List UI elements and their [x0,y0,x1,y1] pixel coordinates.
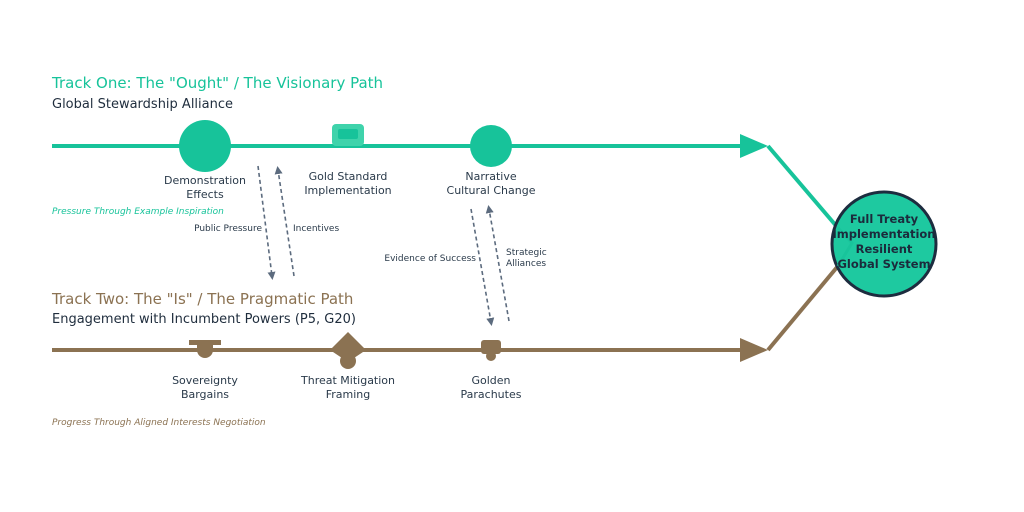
t-anchor-stem [197,344,213,350]
diamond-node-bulb [340,353,356,369]
node-label: Gold Standard [309,170,388,183]
node-label: Sovereignty [172,374,238,387]
track-one-node-demonstration-effects[interactable]: Demonstration Effects [164,120,246,201]
track-one-title: Track One: The "Ought" / The Visionary P… [51,74,383,92]
track-one-node-narrative[interactable]: Narrative Cultural Change [447,125,536,197]
t-anchor-bowl [197,350,213,358]
track-two-connector [766,264,840,352]
circle-node-icon [470,125,512,167]
diamond-node-icon [330,332,366,362]
parachute-node-icon [481,340,501,354]
flow-label: Alliances [506,259,546,269]
node-label: Demonstration [164,174,246,187]
goal-label: Resilient [856,242,913,256]
rounded-block-inner-icon [338,129,358,139]
track-two-node-threat-mitigation[interactable]: Threat Mitigation Framing [300,332,395,401]
track-one-arrowhead-icon [740,134,768,158]
track-two-node-golden-parachutes[interactable]: Golden Parachutes [461,340,522,401]
flow-label: Public Pressure [194,224,262,234]
track-one-subtitle: Global Stewardship Alliance [52,97,233,112]
cross-flow-evidence-of-success: Evidence of Success [384,208,495,326]
goal-circle-icon [830,190,938,298]
track-one-note: Pressure Through Example Inspiration [52,207,224,217]
flow-label: Incentives [293,224,339,234]
dashed-arrow-down-icon [257,165,276,280]
t-anchor-icon [189,340,221,345]
track-two-title: Track Two: The "Is" / The Pragmatic Path [51,290,353,308]
dashed-arrow-up-icon [485,205,510,322]
goal-label: Global System [837,257,930,271]
node-label: Bargains [181,388,229,401]
track-two-arrowhead-icon [740,338,768,362]
goal-label: Full Treaty [850,212,919,226]
track-two-note: Progress Through Aligned Interests Negot… [52,418,266,428]
track-one-node-gold-standard[interactable]: Gold Standard Implementation [304,124,392,197]
node-label: Threat Mitigation [300,374,395,387]
track-two-subtitle: Engagement with Incumbent Powers (P5, G2… [52,312,356,327]
cross-flow-incentives: Incentives [274,166,339,277]
node-label: Cultural Change [447,184,536,197]
cross-flow-public-pressure: Public Pressure [194,165,276,280]
node-label: Implementation [304,184,391,197]
goal-label: Implementation [833,227,936,241]
circle-node-icon [179,120,231,172]
goal-node[interactable]: Full Treaty Implementation Resilient Glo… [830,190,938,298]
cross-flow-strategic-alliances: Strategic Alliances [485,205,547,322]
node-label: Narrative [465,170,516,183]
track-one-connector [766,144,840,230]
flow-label: Evidence of Success [384,254,476,264]
dashed-arrow-down-icon [470,208,495,326]
flow-label: Strategic [506,248,547,258]
track-two-node-sovereignty-bargains[interactable]: Sovereignty Bargains [172,340,238,401]
node-label: Framing [326,388,371,401]
node-label: Golden [471,374,510,387]
dashed-arrow-up-icon [274,166,295,277]
parachute-node-bulb [486,351,496,361]
node-label: Parachutes [461,388,522,401]
convergence-chevron-icon [836,226,854,267]
node-label: Effects [186,188,224,201]
